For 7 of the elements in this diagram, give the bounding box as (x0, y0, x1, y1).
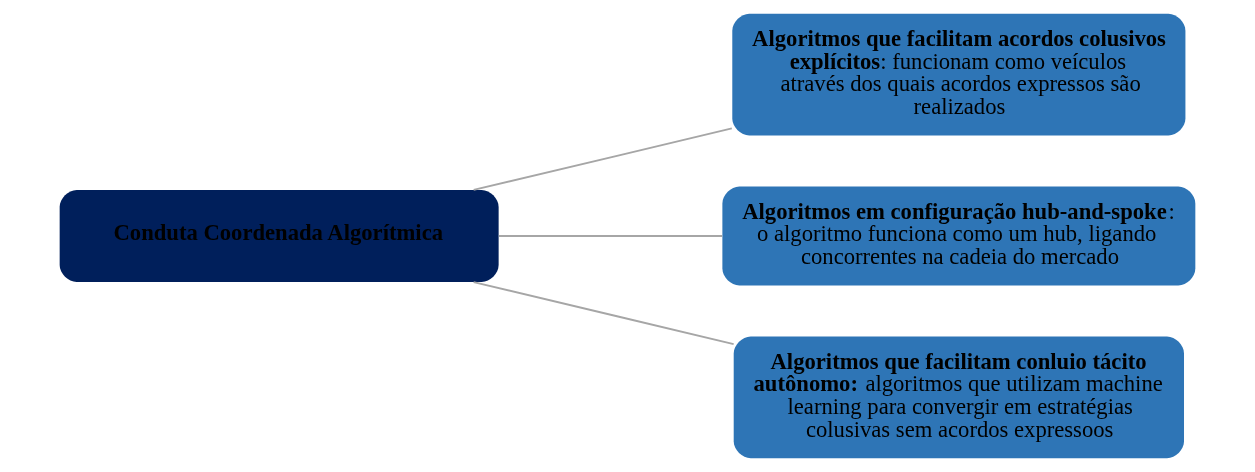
node-box: Algoritmos em configuração hub-and-spoke: o algoritmo funciona como um hub, ligando concorrentes na cadeia do mercado (722, 186, 1196, 286)
node-box: Algoritmos que facilitam acordos colusivos explícitos: funcionam como veículos através dos quais acordos expressos são realizados (732, 13, 1186, 136)
connector (472, 281, 735, 345)
node-box: Algoritmos que facilitam conluio tácito autônomo: algoritmos que utilizam machine learning para convergir em estratégias colusivas sem acordos expressoos (733, 336, 1184, 459)
connector (498, 235, 724, 237)
connector (472, 127, 733, 191)
node-box: Conduta Coordenada Algorítmica (59, 190, 499, 282)
